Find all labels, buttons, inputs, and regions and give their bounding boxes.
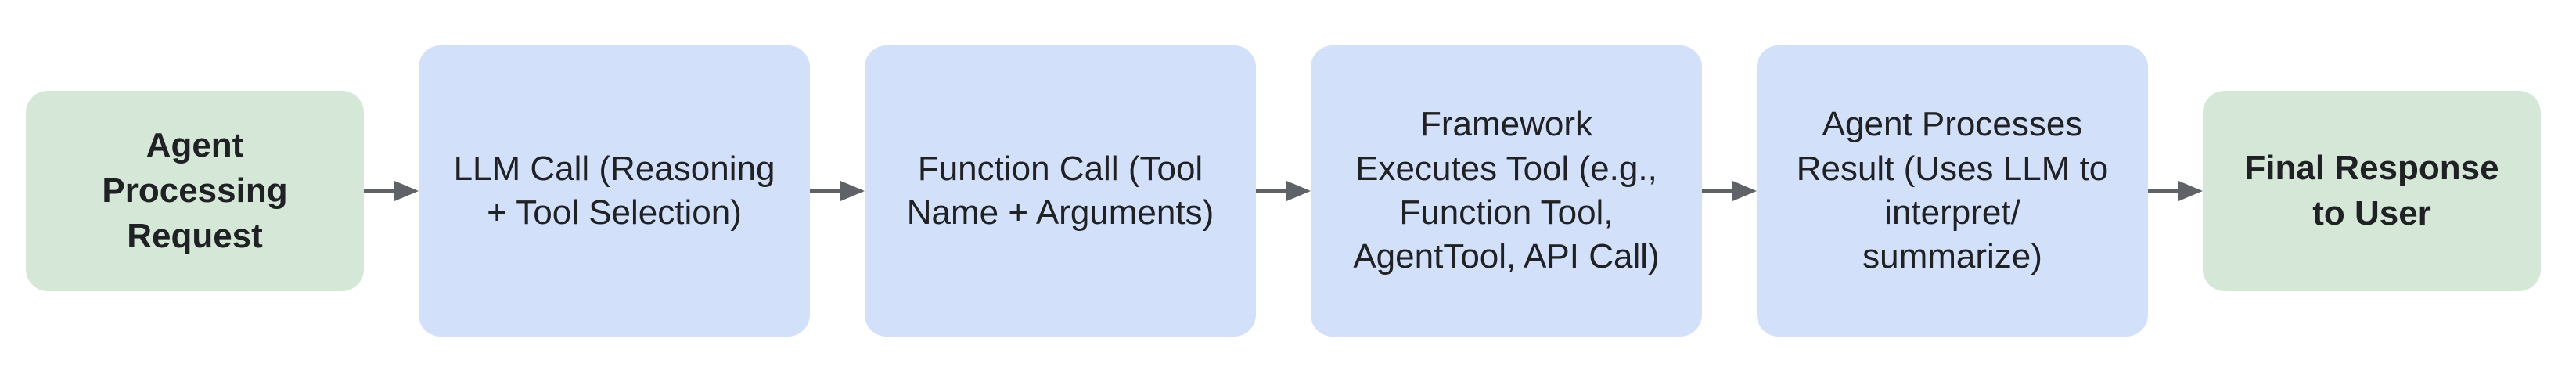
arrow-head-icon bbox=[394, 181, 419, 201]
arrow-right-connector-4 bbox=[1702, 181, 1757, 201]
node-llm-call-label: LLM Call (Reasoning + Tool Selection) bbox=[453, 149, 775, 232]
arrow-head-icon bbox=[840, 181, 865, 201]
node-final-response-to-user: Final Response to User bbox=[2203, 91, 2541, 291]
arrow-head-icon bbox=[1286, 181, 1311, 201]
node-agent-processes-result-label: Agent Processes Result (Uses LLM to inte… bbox=[1796, 105, 2109, 276]
node-llm-call: LLM Call (Reasoning + Tool Selection) bbox=[419, 45, 810, 337]
node-agent-processing-request-label: Agent Processing Request bbox=[102, 125, 288, 256]
node-agent-processing-request: Agent Processing Request bbox=[26, 91, 364, 291]
node-function-call-label: Function Call (Tool Name + Arguments) bbox=[906, 149, 1214, 232]
node-framework-executes-tool: Framework Executes Tool (e.g., Function … bbox=[1311, 45, 1702, 337]
node-function-call: Function Call (Tool Name + Arguments) bbox=[865, 45, 1256, 337]
arrow-head-icon bbox=[1732, 181, 1757, 201]
node-agent-processes-result: Agent Processes Result (Uses LLM to inte… bbox=[1757, 45, 2148, 337]
node-final-response-to-user-label: Final Response to User bbox=[2244, 148, 2499, 232]
arrow-right-connector-3 bbox=[1256, 181, 1311, 201]
arrow-right-connector-2 bbox=[810, 181, 865, 201]
node-framework-executes-tool-label: Framework Executes Tool (e.g., Function … bbox=[1353, 105, 1660, 276]
arrow-head-icon bbox=[2178, 181, 2203, 201]
arrow-right-connector-5 bbox=[2148, 181, 2203, 201]
arrow-right-connector-1 bbox=[364, 181, 419, 201]
